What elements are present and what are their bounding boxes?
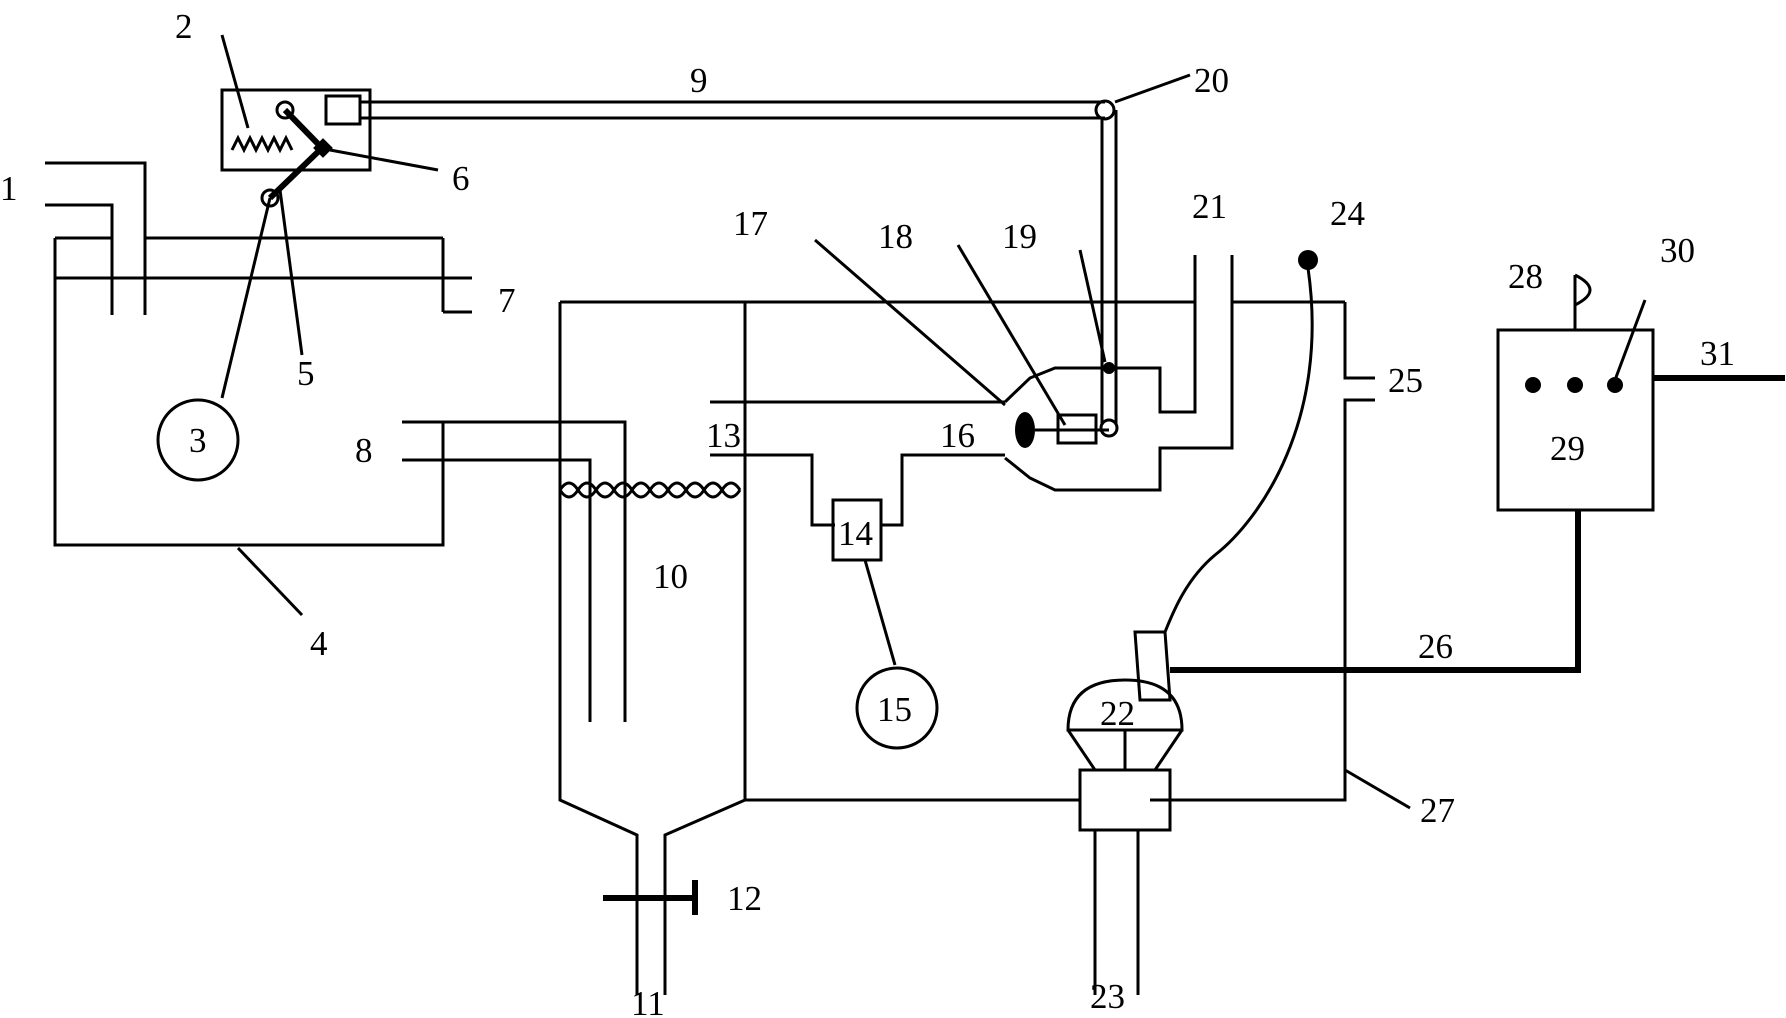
sensor-24	[1163, 250, 1318, 633]
label-23: 23	[1090, 977, 1125, 1016]
label-11: 11	[631, 984, 665, 1018]
label-24: 24	[1330, 194, 1365, 233]
leader-lines	[220, 34, 1647, 810]
label-26: 26	[1418, 627, 1453, 666]
label-16: 16	[940, 416, 975, 455]
label-13: 13	[706, 416, 741, 455]
pipe-8	[402, 420, 627, 722]
separator-vessel	[558, 300, 747, 995]
pump-22	[1066, 630, 1184, 995]
linkage-rod-9	[360, 99, 1119, 438]
cable-26	[1170, 510, 1581, 673]
label-29: 29	[1550, 429, 1585, 468]
label-2: 2	[175, 7, 193, 46]
label-4: 4	[310, 624, 328, 663]
label-27: 27	[1420, 791, 1455, 830]
label-14: 14	[838, 514, 873, 553]
inlet-pipe-1	[45, 161, 147, 315]
pipe-13	[710, 400, 1005, 750]
label-12: 12	[727, 879, 762, 918]
label-15: 15	[877, 690, 912, 729]
float-valve-box-2	[220, 88, 372, 201]
number-labels: 1 2 3 4 5 6 7 8 9 10 11 12 13 14 15 16 1…	[0, 7, 1735, 1018]
controller-29	[1496, 273, 1785, 512]
mesh-10	[558, 481, 742, 499]
label-9: 9	[690, 61, 708, 100]
label-17: 17	[733, 204, 768, 243]
label-5: 5	[297, 354, 315, 393]
label-21: 21	[1192, 187, 1227, 226]
label-19: 19	[1002, 217, 1037, 256]
tank-4	[53, 236, 472, 547]
label-7: 7	[498, 281, 516, 320]
label-20: 20	[1194, 61, 1229, 100]
label-28: 28	[1508, 257, 1543, 296]
label-25: 25	[1388, 361, 1423, 400]
float-3	[156, 188, 280, 482]
label-6: 6	[452, 159, 470, 198]
label-18: 18	[878, 217, 913, 256]
chamber-27	[745, 300, 1375, 802]
label-10: 10	[653, 557, 688, 596]
label-31: 31	[1700, 334, 1735, 373]
label-8: 8	[355, 431, 373, 470]
drain-valve-12	[603, 880, 698, 915]
label-22: 22	[1100, 694, 1135, 733]
label-3: 3	[189, 421, 207, 460]
label-1: 1	[0, 169, 18, 208]
valve-body-16	[1003, 255, 1234, 492]
label-30: 30	[1660, 231, 1695, 270]
